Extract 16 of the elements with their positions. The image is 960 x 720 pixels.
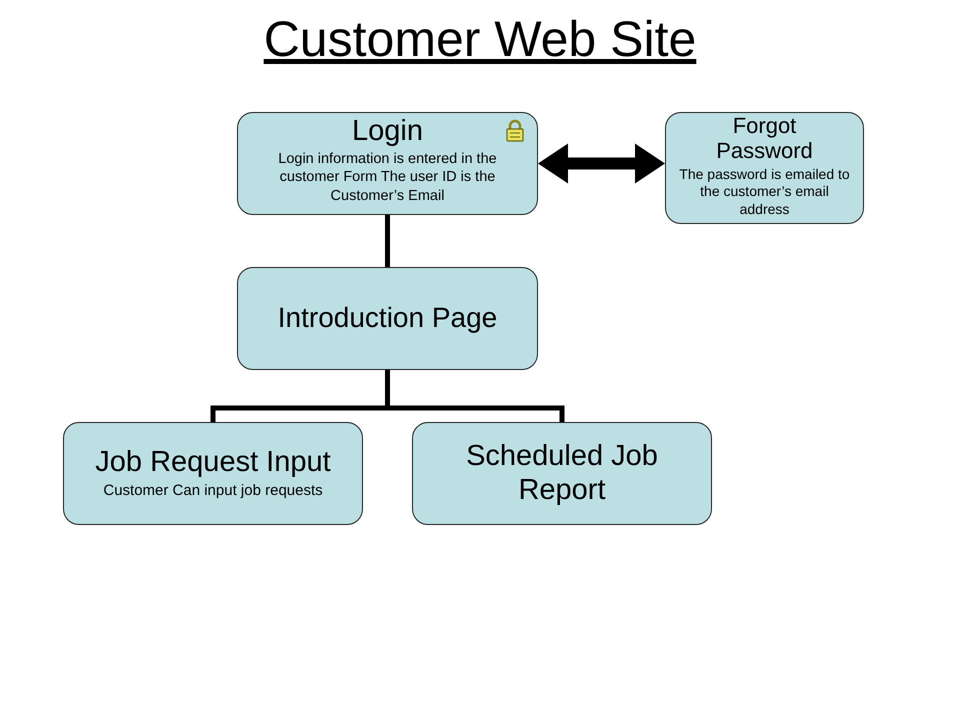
connector-line (385, 215, 390, 267)
box-heading: Forgot Password (715, 113, 814, 164)
box-heading: Job Request Input (95, 446, 331, 480)
box-description: Login information is entered in the customer Form The user ID is the Customer’s Email (277, 150, 498, 205)
process-box (237, 112, 538, 215)
double-arrow (538, 144, 665, 184)
box-heading: Login (352, 115, 423, 148)
title: Customer Web Site (264, 11, 696, 67)
box-heading: Introduction Page (278, 302, 498, 335)
process-box (237, 267, 538, 370)
box-heading: Scheduled Job Report (465, 440, 659, 507)
box-description: The password is emailed to the customer’s email address (678, 166, 851, 218)
process-box (665, 112, 864, 224)
process-box (63, 422, 363, 525)
process-box (412, 422, 712, 525)
box-description: Customer Can input job requests (103, 482, 323, 501)
